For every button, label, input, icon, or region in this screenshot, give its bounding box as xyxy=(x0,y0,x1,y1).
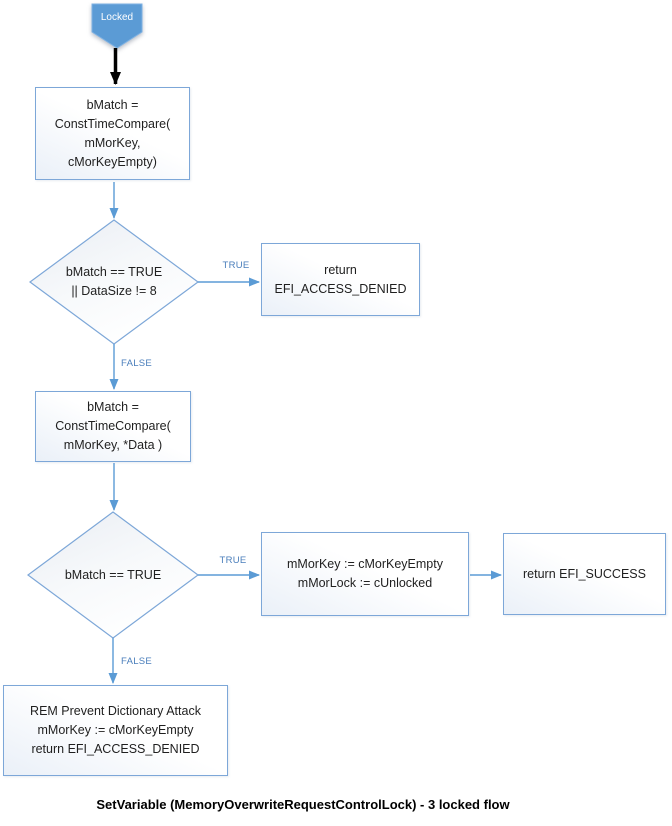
terminal-line: return xyxy=(324,262,357,277)
decision-2-text: bMatch == TRUE xyxy=(43,566,183,585)
process-line: mMorLock := cUnlocked xyxy=(297,576,433,590)
process-line: REM Prevent Dictionary Attack xyxy=(30,704,201,718)
process-line: mMorKey, *Data ) xyxy=(63,438,163,452)
process-compare-emptykey: bMatch = ConstTimeCompare( mMorKey, cMor… xyxy=(35,87,190,180)
process-line: mMorKey := cMorKeyEmpty xyxy=(37,723,194,737)
decision-line: bMatch == TRUE xyxy=(64,568,162,582)
decision-line: bMatch == TRUE xyxy=(65,265,163,279)
terminal-line: EFI_ACCESS_DENIED xyxy=(274,281,407,296)
decision-line: || DataSize != 8 xyxy=(71,284,157,298)
process-line: ConstTimeCompare( xyxy=(54,116,171,131)
process-line: cMorKeyEmpty) xyxy=(68,154,157,169)
diagram-caption: SetVariable (MemoryOverwriteRequestContr… xyxy=(96,797,510,812)
terminal-line: return EFI_SUCCESS xyxy=(523,566,646,581)
process-line: mMorKey := cMorKeyEmpty xyxy=(287,557,443,571)
process-line: bMatch = xyxy=(87,400,139,414)
terminal-access-denied-top: return EFI_ACCESS_DENIED xyxy=(261,243,420,316)
terminal-success: return EFI_SUCCESS xyxy=(503,533,666,615)
edge-label-true-2: TRUE xyxy=(219,555,247,566)
process-line: bMatch = xyxy=(86,97,139,112)
process-line: mMorKey, xyxy=(84,135,141,150)
start-node-label: Locked xyxy=(100,12,134,23)
edge-label-false-2: FALSE xyxy=(121,656,153,667)
process-dictionary-guard: REM Prevent Dictionary Attack mMorKey :=… xyxy=(3,685,228,776)
start-shape xyxy=(91,3,143,49)
process-line: ConstTimeCompare( xyxy=(55,419,171,433)
edge-label-true-1: TRUE xyxy=(222,260,250,271)
process-line: return EFI_ACCESS_DENIED xyxy=(31,742,200,756)
process-unlock-assign: mMorKey := cMorKeyEmpty mMorLock := cUnl… xyxy=(261,532,469,616)
process-compare-data: bMatch = ConstTimeCompare( mMorKey, *Dat… xyxy=(35,391,191,462)
decision-1-text: bMatch == TRUE || DataSize != 8 xyxy=(44,263,184,301)
edge-label-false-1: FALSE xyxy=(121,358,153,369)
